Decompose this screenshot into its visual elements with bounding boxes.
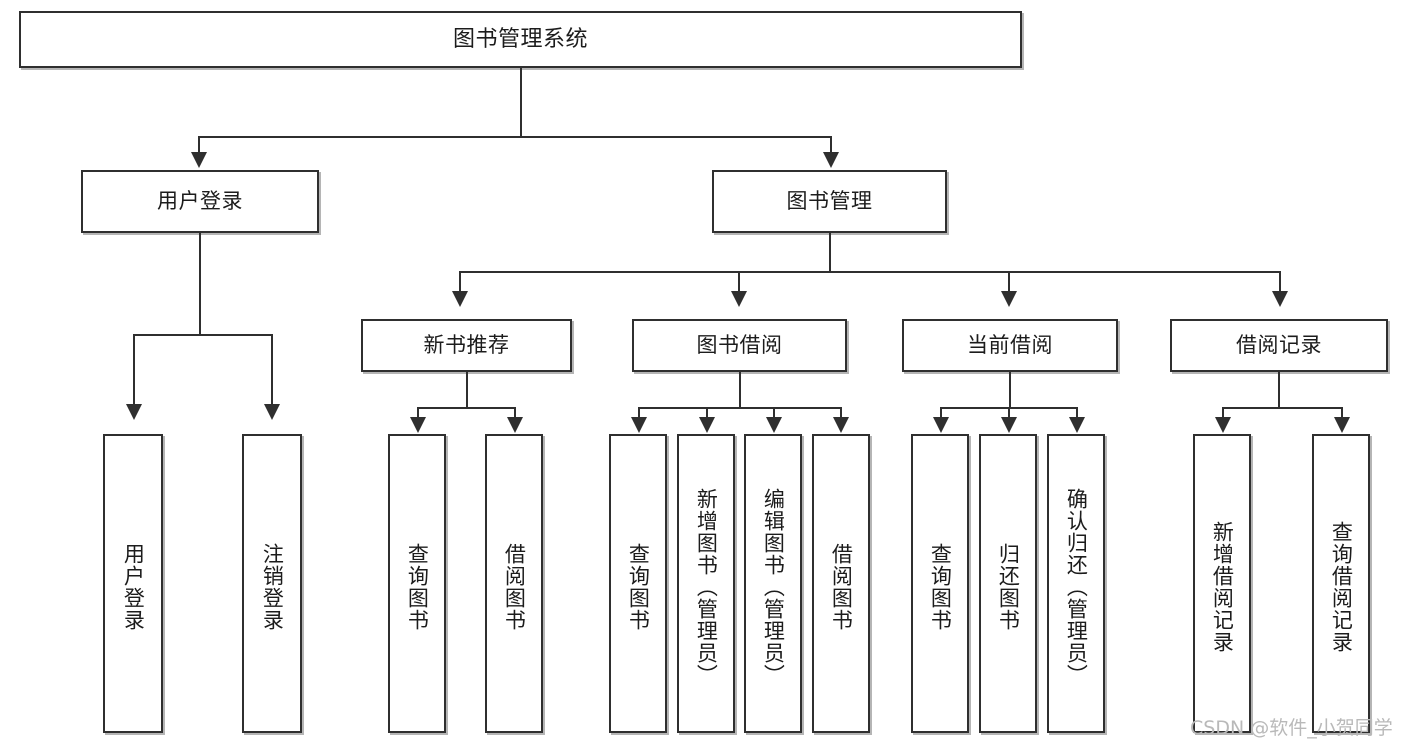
node-label: 查询图书 [626, 542, 651, 631]
node-new-book-recommend[interactable]: 新书推荐 [361, 319, 572, 372]
arrow-to-book-management [823, 152, 839, 168]
connector-root-bar [198, 136, 832, 138]
leaf-br-query-record[interactable]: 查询借阅记录 [1312, 434, 1370, 733]
arrow-to-nbr-leaf-1 [410, 417, 426, 433]
leaf-cb-confirm-return-admin[interactable]: 确认归还（管理员） [1047, 434, 1105, 733]
connector-bb-drop-4 [840, 407, 842, 419]
node-borrow-record[interactable]: 借阅记录 [1170, 319, 1388, 372]
arrow-to-bb-leaf-2 [699, 417, 715, 433]
arrow-to-leaf-user-login [126, 404, 142, 420]
leaf-cb-query-book[interactable]: 查询图书 [911, 434, 969, 733]
leaf-bb-borrow-book[interactable]: 借阅图书 [812, 434, 870, 733]
node-label: 编辑图书（管理员） [761, 487, 786, 686]
connector-root-drop-left [198, 136, 200, 156]
arrow-to-book-borrow [731, 291, 747, 307]
arrow-to-cb-leaf-3 [1069, 417, 1085, 433]
connector-bb-drop-3 [773, 407, 775, 419]
connector-bm-drop-4 [1279, 271, 1281, 293]
connector-br-drop-1 [1222, 407, 1224, 419]
arrow-to-bb-leaf-3 [766, 417, 782, 433]
leaf-logout[interactable]: 注销登录 [242, 434, 302, 733]
leaf-nbr-query-book[interactable]: 查询图书 [388, 434, 446, 733]
node-label: 确认归还（管理员） [1064, 487, 1089, 686]
arrow-to-bb-leaf-4 [833, 417, 849, 433]
connector-bb-drop-2 [706, 407, 708, 419]
node-label: 新增图书（管理员） [694, 487, 719, 686]
connector-bb-drop-1 [638, 407, 640, 419]
node-label: 借阅图书 [829, 542, 854, 631]
leaf-user-login[interactable]: 用户登录 [103, 434, 163, 733]
leaf-bb-edit-book-admin[interactable]: 编辑图书（管理员） [744, 434, 802, 733]
connector-bm-drop-3 [1008, 271, 1010, 293]
arrow-to-br-leaf-1 [1215, 417, 1231, 433]
arrow-to-cb-leaf-2 [1001, 417, 1017, 433]
node-label: 借阅图书 [502, 542, 527, 631]
connector-cb-stem [1009, 372, 1011, 409]
node-current-borrow[interactable]: 当前借阅 [902, 319, 1118, 372]
arrow-to-bb-leaf-1 [631, 417, 647, 433]
leaf-cb-return-book[interactable]: 归还图书 [979, 434, 1037, 733]
connector-cb-drop-2 [1008, 407, 1010, 419]
node-book-management[interactable]: 图书管理 [712, 170, 947, 233]
node-book-borrow[interactable]: 图书借阅 [632, 319, 847, 372]
connector-root-drop-right [830, 136, 832, 156]
connector-br-bar [1222, 407, 1342, 409]
node-label: 注销登录 [260, 542, 285, 631]
node-label: 用户登录 [121, 542, 146, 631]
arrow-to-user-login [191, 152, 207, 168]
connector-bb-stem [739, 372, 741, 409]
node-user-login[interactable]: 用户登录 [81, 170, 319, 233]
connector-root-stem [520, 68, 522, 137]
leaf-bb-query-book[interactable]: 查询图书 [609, 434, 667, 733]
arrow-to-br-leaf-2 [1334, 417, 1350, 433]
node-label: 新书推荐 [423, 333, 510, 358]
node-label: 归还图书 [996, 542, 1021, 631]
arrow-to-borrow-record [1272, 291, 1288, 307]
arrow-to-leaf-logout [264, 404, 280, 420]
connector-br-drop-2 [1341, 407, 1343, 419]
connector-user-login-drop-1 [133, 334, 135, 406]
leaf-br-add-record[interactable]: 新增借阅记录 [1193, 434, 1251, 733]
node-root-book-management-system[interactable]: 图书管理系统 [19, 11, 1022, 68]
node-label: 图书管理 [786, 189, 873, 214]
node-label: 当前借阅 [967, 333, 1053, 358]
node-label: 新增借阅记录 [1210, 520, 1235, 653]
node-label: 图书借阅 [696, 333, 783, 358]
arrow-to-new-book-recommend [452, 291, 468, 307]
connector-br-stem [1278, 372, 1280, 409]
node-label: 借阅记录 [1236, 333, 1322, 358]
leaf-bb-add-book-admin[interactable]: 新增图书（管理员） [677, 434, 735, 733]
node-label: 用户登录 [157, 189, 243, 214]
connector-book-management-bar [459, 271, 1281, 273]
connector-nbr-drop-1 [417, 407, 419, 419]
arrow-to-nbr-leaf-2 [507, 417, 523, 433]
connector-user-login-bar [133, 334, 272, 336]
connector-cb-drop-1 [940, 407, 942, 419]
connector-bm-drop-2 [738, 271, 740, 293]
connector-nbr-bar [417, 407, 516, 409]
arrow-to-current-borrow [1001, 291, 1017, 307]
connector-user-login-stem [199, 233, 201, 335]
connector-nbr-stem [466, 372, 468, 409]
node-label: 查询借阅记录 [1329, 520, 1354, 653]
leaf-nbr-borrow-book[interactable]: 借阅图书 [485, 434, 543, 733]
node-label: 查询图书 [928, 542, 953, 631]
connector-user-login-drop-2 [271, 334, 273, 406]
connector-nbr-drop-2 [514, 407, 516, 419]
connector-bb-bar [638, 407, 841, 409]
connector-book-management-stem [829, 233, 831, 272]
connector-cb-drop-3 [1076, 407, 1078, 419]
node-label: 查询图书 [405, 542, 430, 631]
node-label: 图书管理系统 [452, 26, 588, 52]
connector-bm-drop-1 [459, 271, 461, 293]
arrow-to-cb-leaf-1 [933, 417, 949, 433]
